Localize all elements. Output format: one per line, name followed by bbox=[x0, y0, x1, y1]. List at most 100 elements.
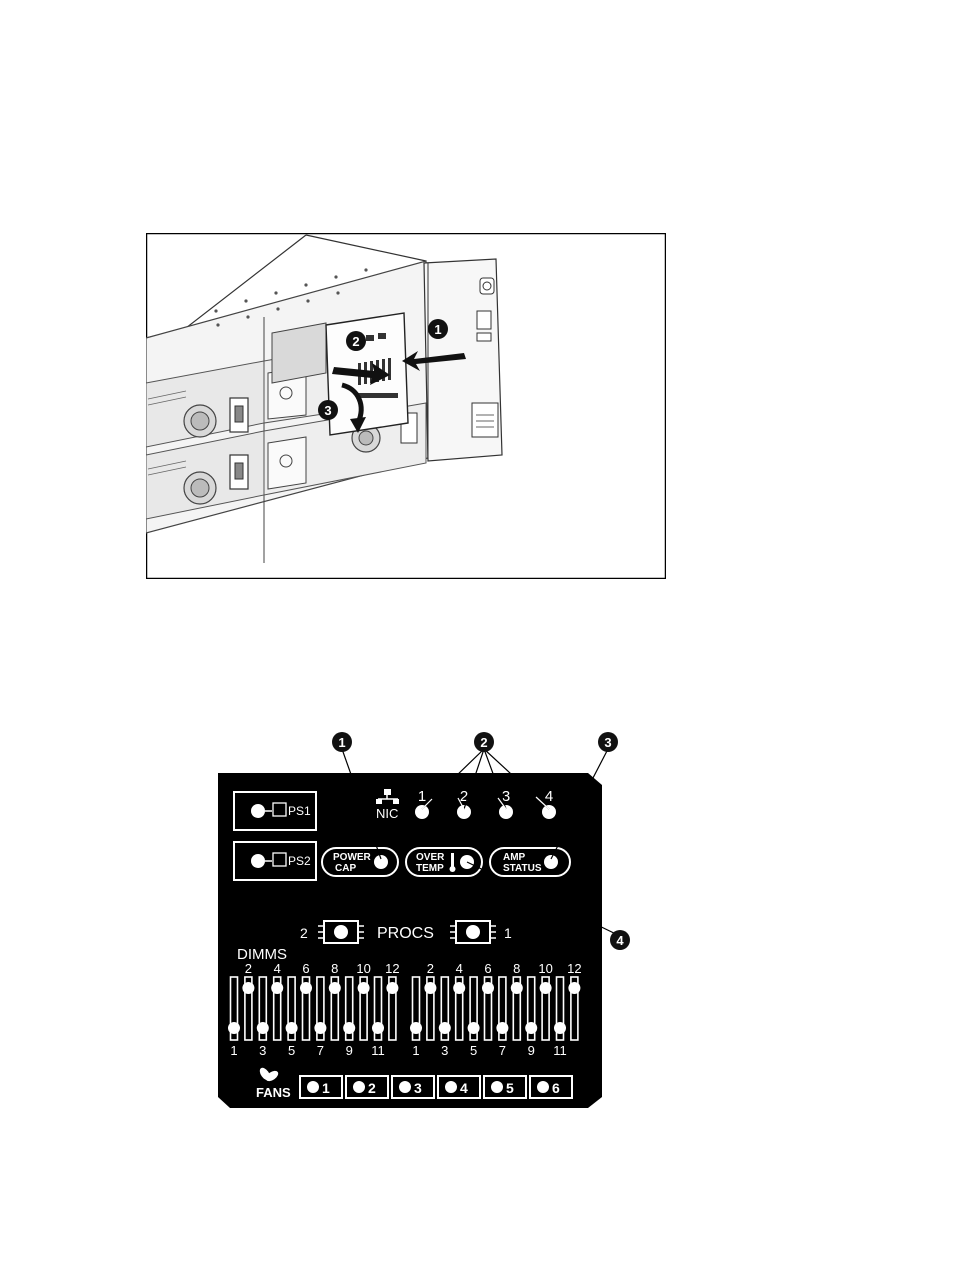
dimm-led bbox=[300, 982, 312, 994]
right-dimm-number-bottom: 1 bbox=[412, 1043, 419, 1058]
dimm-led bbox=[453, 982, 465, 994]
left-dimm-number-top: 12 bbox=[385, 961, 399, 976]
panel-callout-2: 2 bbox=[474, 732, 494, 752]
svg-text:1: 1 bbox=[504, 925, 512, 941]
fan-number: 3 bbox=[414, 1080, 422, 1096]
svg-text:TEMP: TEMP bbox=[416, 863, 444, 874]
svg-text:STATUS: STATUS bbox=[503, 863, 542, 874]
svg-text:4: 4 bbox=[616, 933, 624, 948]
dimm-led bbox=[314, 1022, 326, 1034]
right-dimm-number-top: 6 bbox=[484, 961, 491, 976]
right-dimm-number-top: 12 bbox=[567, 961, 581, 976]
uid-button bbox=[477, 333, 491, 341]
left-dimm-number-top: 8 bbox=[331, 961, 338, 976]
svg-text:1: 1 bbox=[418, 788, 426, 805]
dimm-led bbox=[242, 982, 254, 994]
right-dimm-number-top: 4 bbox=[456, 961, 463, 976]
fan-number: 2 bbox=[368, 1080, 376, 1096]
server-illustration-svg: 1 2 3 bbox=[146, 233, 666, 579]
svg-text:1: 1 bbox=[338, 735, 345, 750]
fan-led bbox=[353, 1081, 365, 1093]
svg-text:3: 3 bbox=[604, 735, 611, 750]
panel-callout-1: 1 bbox=[332, 732, 352, 752]
server-callout-1: 1 bbox=[428, 319, 448, 339]
fan-led bbox=[307, 1081, 319, 1093]
dimm-led bbox=[343, 1022, 355, 1034]
dimm-led bbox=[329, 982, 341, 994]
panel-callout-4: 4 bbox=[610, 930, 630, 950]
dimm-led bbox=[386, 982, 398, 994]
dimm-led bbox=[496, 1022, 508, 1034]
amp-status-led bbox=[544, 855, 558, 869]
left-dimm-number-top: 10 bbox=[356, 961, 370, 976]
panel-callout-3: 3 bbox=[598, 732, 618, 752]
ps1-label: PS1 bbox=[288, 804, 311, 818]
right-dimm-number-bottom: 3 bbox=[441, 1043, 448, 1058]
fan-led bbox=[445, 1081, 457, 1093]
svg-text:POWER: POWER bbox=[333, 852, 372, 863]
left-dimm-number-top: 4 bbox=[274, 961, 281, 976]
dimm-led bbox=[424, 982, 436, 994]
svg-text:2: 2 bbox=[352, 334, 359, 349]
dimm-led bbox=[525, 1022, 537, 1034]
dimm-led bbox=[358, 982, 370, 994]
dimm-led bbox=[286, 1022, 298, 1034]
dimm-led bbox=[410, 1022, 422, 1034]
dimm-led bbox=[511, 982, 523, 994]
nic-label: NIC bbox=[376, 806, 398, 821]
fan-led bbox=[491, 1081, 503, 1093]
insight-display-svg: PS1 PS2 NIC 1 2 3 4 POWER CAP bbox=[200, 725, 840, 1125]
dimm-led bbox=[540, 982, 552, 994]
usb-port bbox=[477, 311, 491, 329]
left-dimm-number-bottom: 3 bbox=[259, 1043, 266, 1058]
fan-number: 6 bbox=[552, 1080, 560, 1096]
ps2-led bbox=[251, 854, 265, 868]
dimm-led bbox=[372, 1022, 384, 1034]
proc-2-led bbox=[334, 925, 348, 939]
svg-text:2: 2 bbox=[300, 925, 308, 941]
nic-led bbox=[457, 805, 471, 819]
nic-led bbox=[542, 805, 556, 819]
server-install-illustration: 1 2 3 bbox=[146, 233, 666, 579]
dimm-led bbox=[271, 982, 283, 994]
svg-text:3: 3 bbox=[324, 403, 331, 418]
left-dimm-number-bottom: 1 bbox=[230, 1043, 237, 1058]
left-dimm-number-bottom: 5 bbox=[288, 1043, 295, 1058]
right-dimm-number-top: 8 bbox=[513, 961, 520, 976]
left-dimm-number-bottom: 9 bbox=[346, 1043, 353, 1058]
dimm-led bbox=[439, 1022, 451, 1034]
model-badge bbox=[472, 403, 498, 437]
power-button-outline bbox=[480, 278, 494, 294]
left-dimm-number-top: 2 bbox=[245, 961, 252, 976]
right-dimm-number-top: 2 bbox=[427, 961, 434, 976]
dimm-led bbox=[228, 1022, 240, 1034]
procs-label: PROCS bbox=[377, 925, 434, 942]
panel-tray bbox=[272, 323, 326, 383]
nic-led bbox=[499, 805, 513, 819]
dimm-led bbox=[482, 982, 494, 994]
right-dimm-number-bottom: 9 bbox=[528, 1043, 535, 1058]
fan-number: 1 bbox=[322, 1080, 330, 1096]
right-dimm-number-top: 10 bbox=[538, 961, 552, 976]
nic-led bbox=[415, 805, 429, 819]
svg-text:CAP: CAP bbox=[335, 863, 356, 874]
dimm-led bbox=[257, 1022, 269, 1034]
dimm-led bbox=[554, 1022, 566, 1034]
svg-text:2: 2 bbox=[480, 735, 487, 750]
svg-text:AMP: AMP bbox=[503, 852, 526, 863]
left-dimm-number-top: 6 bbox=[302, 961, 309, 976]
server-callout-2: 2 bbox=[346, 331, 366, 351]
left-dimm-number-bottom: 11 bbox=[371, 1043, 385, 1058]
fans-label: FANS bbox=[256, 1085, 291, 1100]
left-dimm-number-bottom: 7 bbox=[317, 1043, 324, 1058]
fan-led bbox=[537, 1081, 549, 1093]
dimm-led bbox=[568, 982, 580, 994]
right-dimm-number-bottom: 11 bbox=[553, 1043, 567, 1058]
fan-number: 5 bbox=[506, 1080, 514, 1096]
right-dimm-number-bottom: 7 bbox=[499, 1043, 506, 1058]
proc-1-led bbox=[466, 925, 480, 939]
fan-number: 4 bbox=[460, 1080, 468, 1096]
svg-text:OVER: OVER bbox=[416, 852, 445, 863]
svg-text:1: 1 bbox=[434, 322, 441, 337]
power-cap-led bbox=[374, 855, 388, 869]
